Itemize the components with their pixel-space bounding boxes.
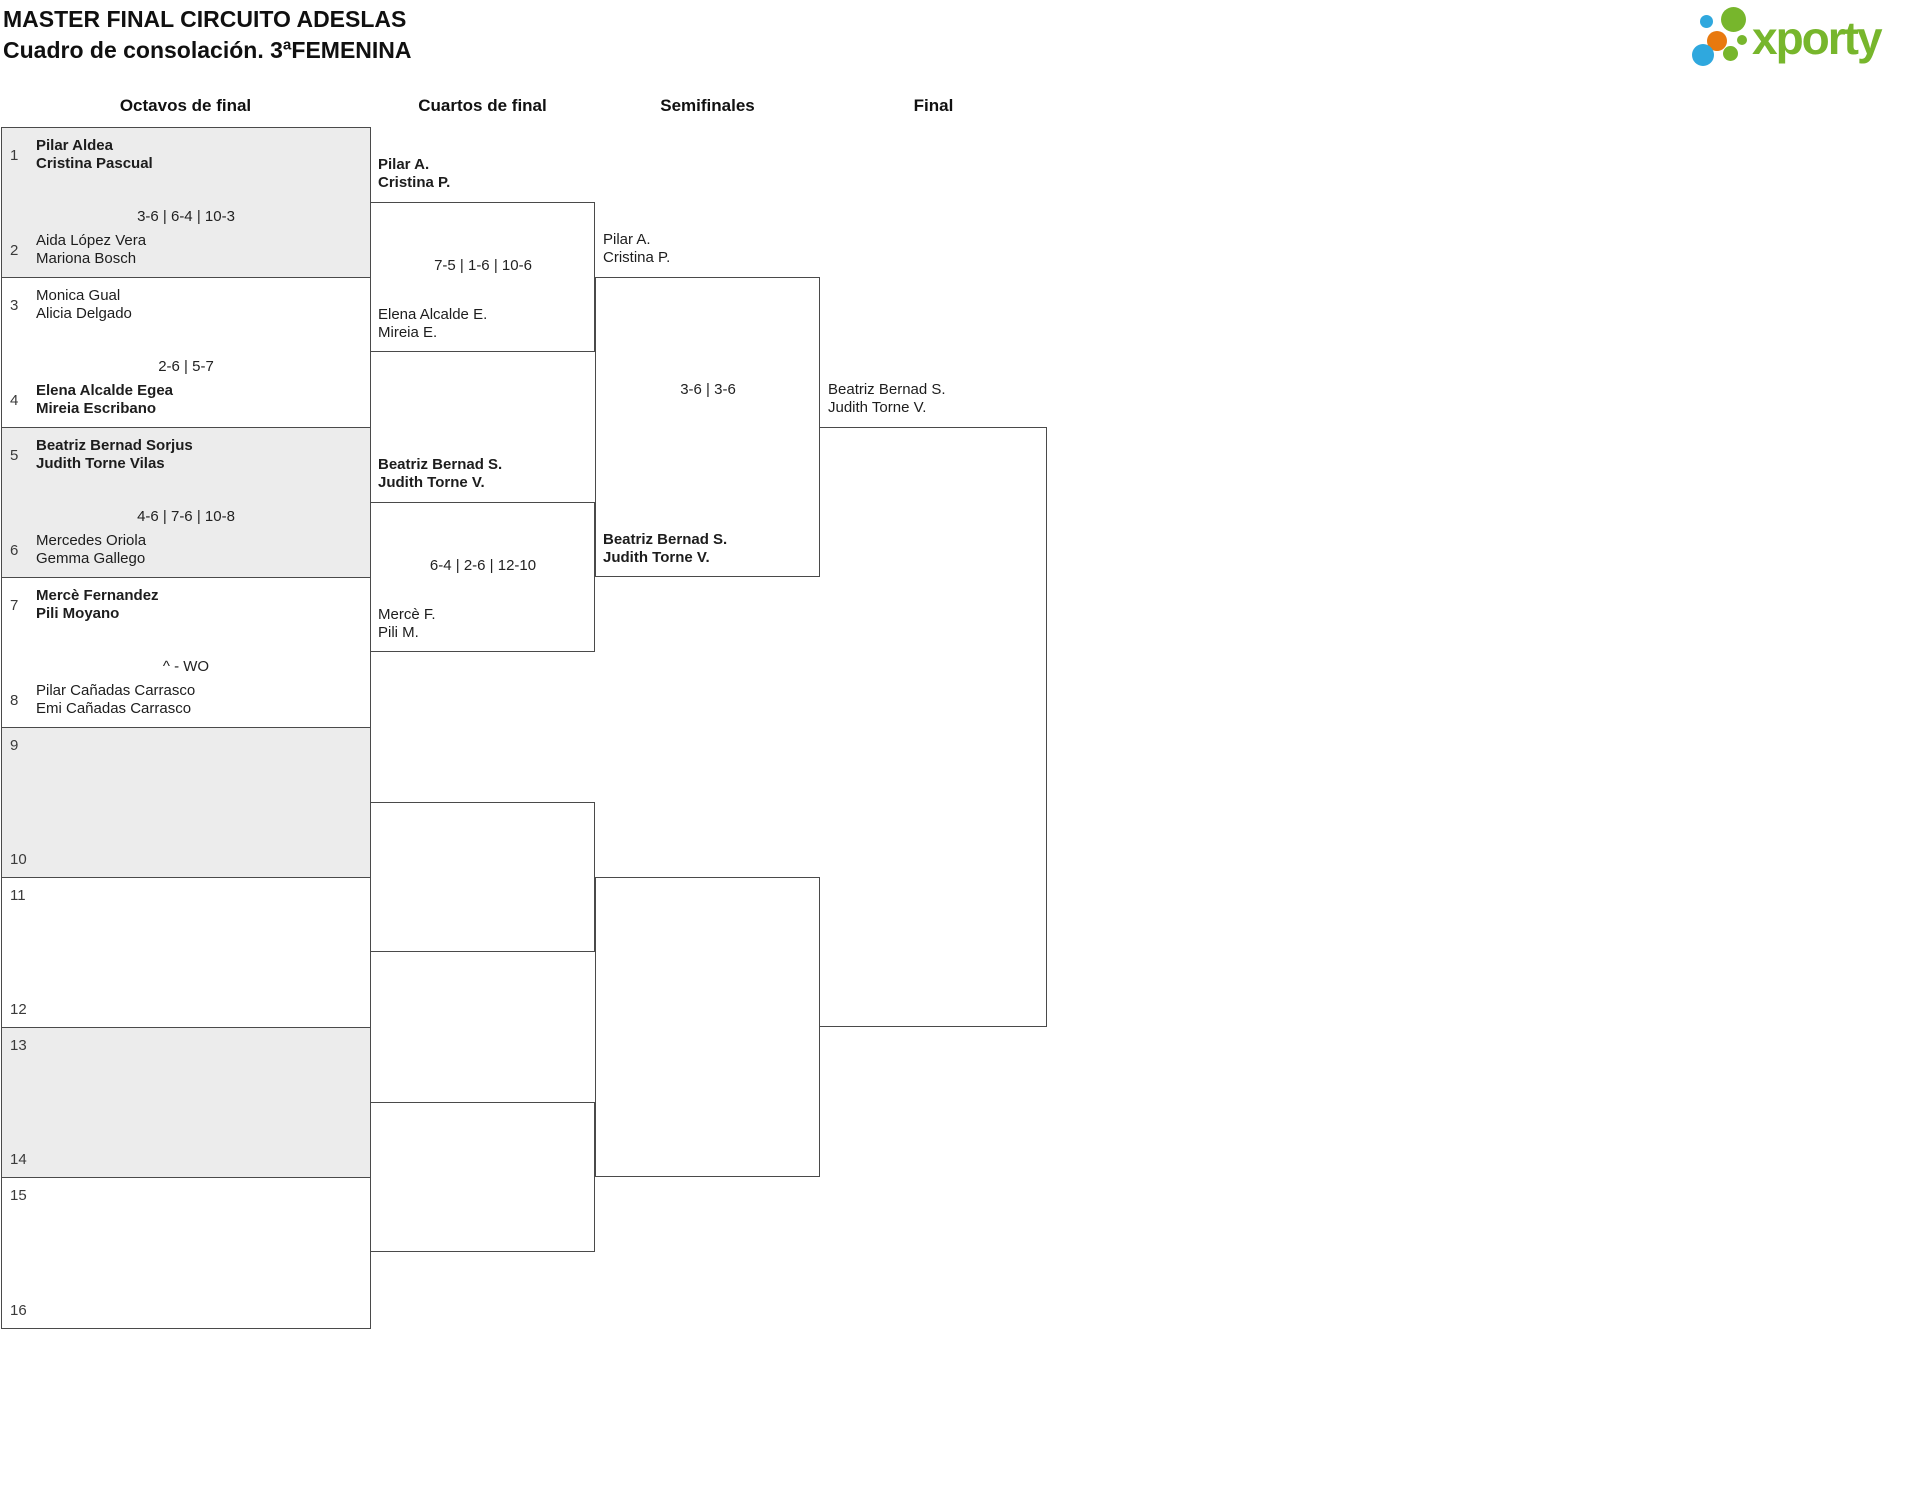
round-header-semifinales: Semifinales (660, 96, 755, 115)
match-score: ^ - WO (162, 658, 210, 675)
finalist-team: Beatriz Bernad S.Judith Torne V. (828, 381, 946, 416)
seed-number: 7 (10, 596, 19, 614)
round-header-cuartos: Cuartos de final (418, 96, 547, 115)
advancer-qf2-top: Beatriz Bernad S.Judith Torne V. (378, 456, 503, 491)
semifinal-box-1 (595, 277, 820, 577)
logo-dot-orange (1707, 31, 1727, 51)
team-slot-15: 15 (10, 1187, 362, 1204)
logo-dot-blue-large (1692, 44, 1714, 66)
seed-number: 13 (10, 1037, 27, 1054)
r16-match-7: 13 14 (2, 1028, 370, 1178)
r16-match-8: 15 16 (2, 1178, 370, 1328)
advancer-sf1-top: Pilar A.Cristina P. (603, 231, 671, 266)
logo-dot-green-tiny (1737, 35, 1747, 45)
advancer-qf2-bottom: Mercè F.Pili M. (378, 606, 436, 641)
r16-match-6: 11 12 (2, 878, 370, 1028)
seed-number: 3 (10, 296, 19, 314)
logo-wordmark: xporty (1752, 12, 1883, 64)
qf1-score: 7-5 | 1-6 | 10-6 (434, 257, 532, 274)
quarterfinal-box-1 (370, 202, 595, 352)
seed-number: 14 (10, 1151, 27, 1168)
seed-number: 6 (10, 541, 19, 559)
seed-number: 5 (10, 446, 19, 464)
page-title: MASTER FINAL CIRCUITO ADESLAS Cuadro de … (3, 4, 412, 66)
logo-dot-green-small (1723, 46, 1738, 61)
seed-number: 8 (10, 691, 19, 709)
seed-number: 2 (10, 241, 19, 259)
team-slot-10: 10 (10, 851, 362, 868)
seed-number: 12 (10, 1001, 27, 1018)
semifinal-box-2 (595, 877, 820, 1177)
team-slot-11: 11 (10, 887, 362, 904)
seed-number: 15 (10, 1187, 27, 1204)
team-slot-13: 13 (10, 1037, 362, 1054)
team-slot-9: 9 (10, 737, 362, 754)
final-box (820, 427, 1047, 1027)
team-slot-12: 12 (10, 1001, 362, 1018)
quarterfinal-box-4 (370, 1102, 595, 1252)
team-slot-16: 16 (10, 1302, 362, 1319)
r16-match-5: 9 10 (2, 728, 370, 878)
team-slot-14: 14 (10, 1151, 362, 1168)
round-header-final: Final (913, 96, 954, 115)
advancer-qf1-top: Pilar A.Cristina P. (378, 156, 451, 191)
xporty-logo: xporty (1690, 6, 1915, 70)
seed-number: 4 (10, 391, 19, 409)
seed-number: 1 (10, 146, 19, 164)
advancer-sf1-bottom: Beatriz Bernad S.Judith Torne V. (603, 531, 728, 566)
quarterfinal-box-3 (370, 802, 595, 952)
sf1-score: 3-6 | 3-6 (680, 381, 736, 398)
qf2-score: 6-4 | 2-6 | 12-10 (429, 557, 537, 574)
title-line1: MASTER FINAL CIRCUITO ADESLAS (3, 6, 407, 32)
round-header-octavos: Octavos de final (119, 96, 252, 115)
seed-number: 9 (10, 737, 19, 754)
title-line2: Cuadro de consolación. 3ªFEMENINA (3, 37, 412, 63)
advancer-qf1-bottom: Elena Alcalde E.Mireia E. (378, 306, 488, 341)
logo-dot-green-large (1721, 7, 1746, 32)
seed-number: 10 (10, 851, 27, 868)
seed-number: 11 (10, 887, 26, 904)
match-score: 2-6 | 5-7 (158, 358, 214, 375)
quarterfinal-box-2 (370, 502, 595, 652)
match-score: 4-6 | 7-6 | 10-8 (137, 508, 235, 525)
logo-dot-blue-small (1700, 15, 1713, 28)
seed-number: 16 (10, 1302, 27, 1319)
match-score: 3-6 | 6-4 | 10-3 (137, 208, 235, 225)
